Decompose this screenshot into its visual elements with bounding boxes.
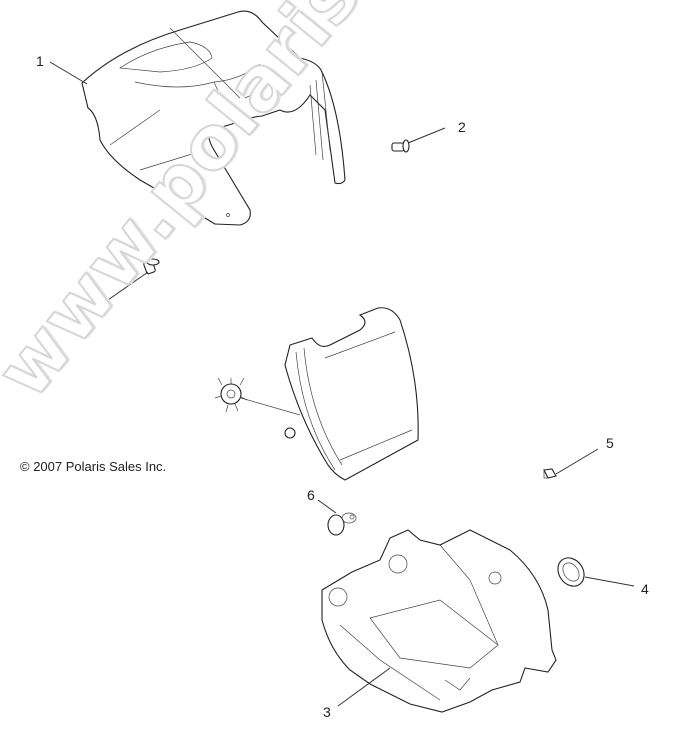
leader-3 — [337, 667, 391, 707]
part-2-rivet-right[interactable] — [391, 139, 410, 153]
callout-6[interactable]: 6 — [307, 487, 315, 503]
part-1-upper-cover[interactable] — [81, 10, 346, 226]
headlight-assembly[interactable] — [214, 307, 419, 481]
callout-2-right[interactable]: 2 — [458, 119, 466, 135]
leader-2b — [107, 271, 149, 301]
part-2-rivet-left[interactable] — [143, 258, 160, 275]
callout-5[interactable]: 5 — [606, 435, 614, 451]
callout-4[interactable]: 4 — [641, 581, 649, 597]
callout-3[interactable]: 3 — [323, 704, 331, 720]
callout-1[interactable]: 1 — [36, 53, 44, 69]
callout-2-left[interactable]: 2 — [94, 297, 102, 313]
leader-1 — [49, 61, 88, 85]
part-6-indicator-plug[interactable] — [327, 512, 357, 536]
leader-4 — [584, 576, 635, 587]
part-5-clip-nut[interactable] — [543, 468, 557, 479]
part-4-grommet[interactable] — [553, 553, 590, 591]
leader-6 — [317, 499, 337, 514]
leader-2a — [407, 127, 446, 144]
copyright-notice: © 2007 Polaris Sales Inc. — [20, 459, 167, 474]
part-3-lower-housing[interactable] — [321, 529, 557, 713]
leader-5 — [555, 448, 599, 475]
